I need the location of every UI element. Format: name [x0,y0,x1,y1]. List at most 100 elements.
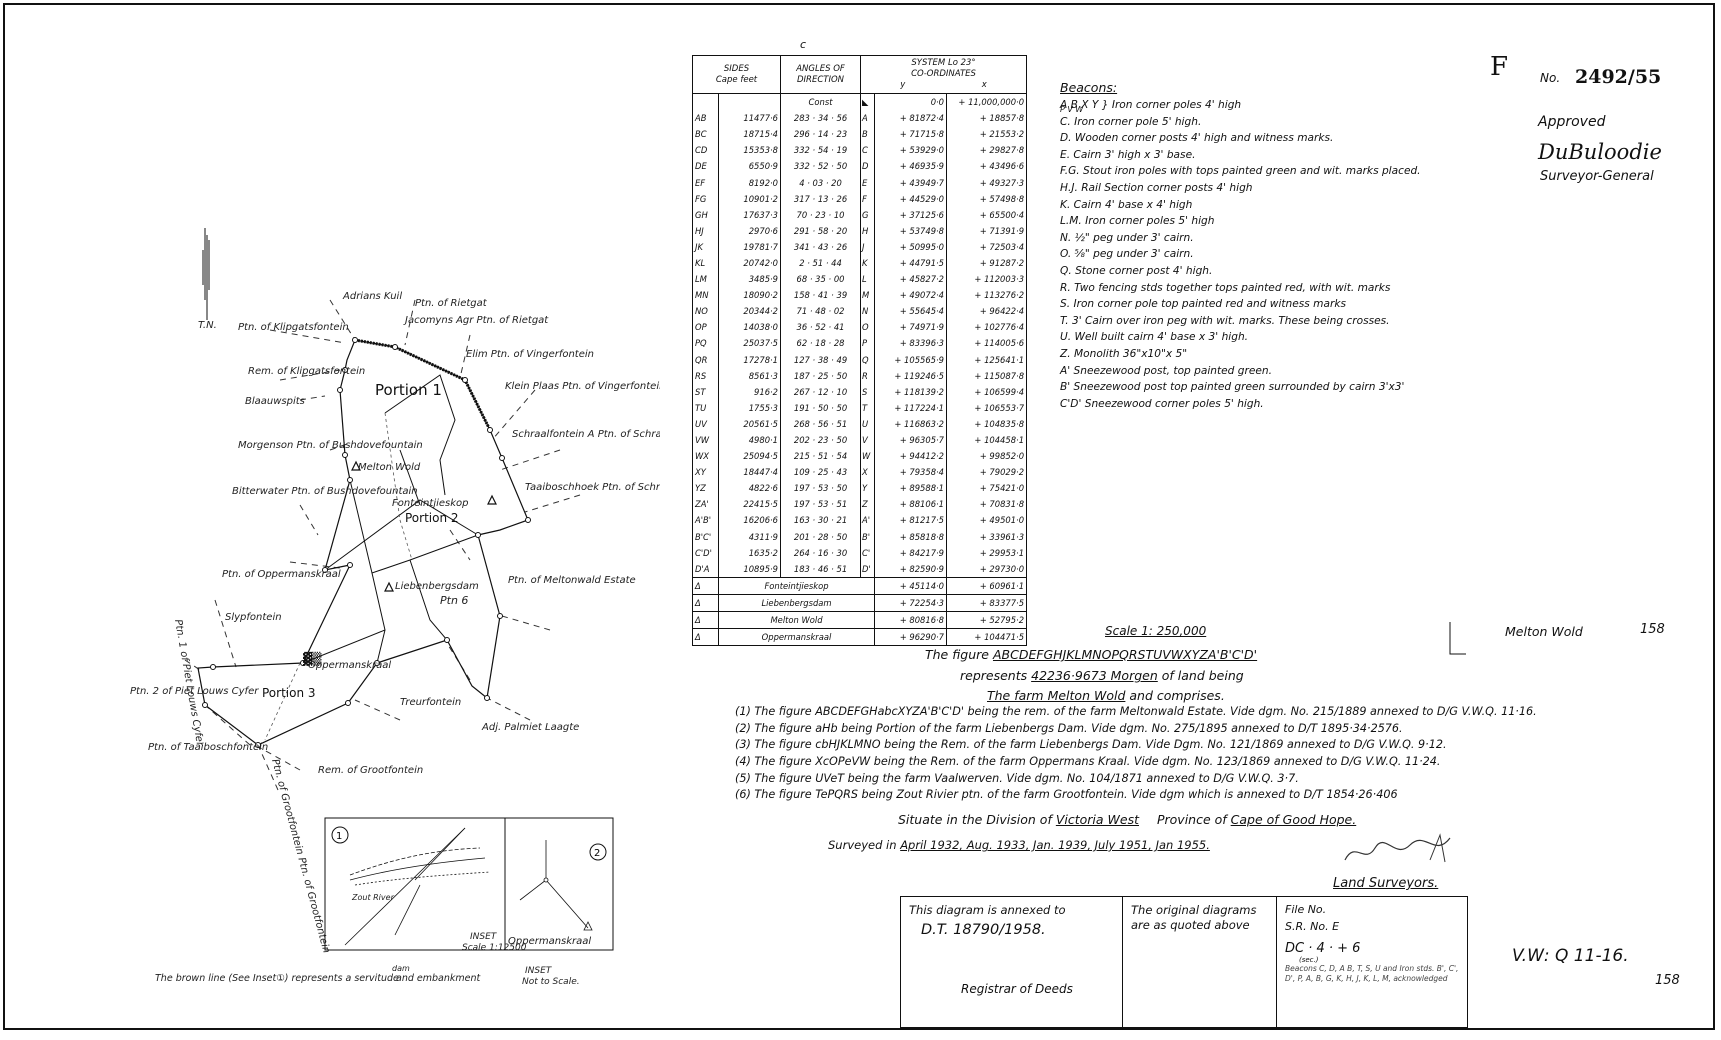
cell-length: 18090·2 [717,287,782,304]
surveyor-general-label: Surveyor-General [1540,169,1654,184]
beacon-item: O. ⅝" peg under 3' cairn. [1060,248,1194,261]
y-header: y [900,80,906,90]
trig-symbol: Δ [692,610,719,629]
beacon-item: Z. Monolith 36"x10"x 5" [1060,347,1188,360]
cell-angle: 201 · 28 · 50 [780,528,862,545]
cell-length: 15353·8 [717,142,782,159]
cell-length: 1755·3 [717,399,782,416]
farm-label: Treurfontein [400,697,461,708]
cell-length: 1635·2 [717,544,782,561]
cell-x: + 71391·9 [946,222,1028,239]
cell-x: + 96422·4 [946,303,1028,320]
approved-label: Approved [1538,114,1606,130]
cell-angle: 36 · 52 · 41 [780,319,862,336]
surveyed-line: Surveyed in April 1932, Aug. 1933, Jan. … [828,838,1210,852]
cell-angle: 187 · 25 · 50 [780,367,862,384]
cell-x: + 102776·4 [946,319,1028,336]
land-surveyors-label: Land Surveyors. [1333,876,1439,891]
cell-pt: N [860,303,876,320]
cell-side: NO [692,303,719,320]
beacon-item: E. Cairn 3' high x 3' base. [1060,148,1196,161]
cell-length: 10895·9 [717,560,782,578]
cell-pt: X [860,464,876,481]
cell-angle: 163 · 30 · 21 [780,512,862,529]
province-name: Cape of Good Hope. [1230,812,1357,827]
dc-value: DC · 4 · + 6 [1285,941,1361,956]
cell-angle: 215 · 51 · 54 [780,448,862,465]
cell-x: + 106599·4 [946,383,1028,400]
inset-1-dam-label: dam [392,964,410,973]
description-items: (1) The figure ABCDEFGHabcXYZA'B'C'D' be… [735,705,1635,805]
farm-line: The farm Melton Wold and comprises. [987,688,1225,703]
cell-y: + 117224·1 [874,399,948,416]
cell-pt: M [860,287,876,304]
cell-y: + 88106·1 [874,496,948,513]
farm-label: Slypfontein [225,612,282,623]
cell-angle: 267 · 12 · 10 [780,383,862,400]
survey-map-svg: T.N. [130,228,710,987]
cell-y: + 49072·4 [874,287,948,304]
cell-y: + 94412·2 [874,448,948,465]
cell-side: DE [692,158,719,175]
cell-length: 19781·7 [717,238,782,255]
cell-y: + 74971·9 [874,319,948,336]
beacons-heading: Beacons: [1060,80,1118,95]
const-y: 0·0 [874,93,948,111]
cell-angle: 183 · 46 · 51 [780,560,862,578]
page-number-a: 158 [1640,622,1665,637]
sheet-number-prefix: No. [1540,71,1561,85]
cell-x: + 75421·0 [946,480,1028,497]
farm-label: Morgenson Ptn. of Bushdovefountain [238,440,423,451]
cell-x: + 115087·8 [946,367,1028,384]
cell-y: + 55645·4 [874,303,948,320]
cell-length: 8561·3 [717,367,782,384]
cell-pt: P [860,335,876,352]
cell-x: + 106553·7 [946,399,1028,416]
corner-bracket [1449,622,1466,655]
farm-label: Ptn. 2 of Piet Louws Cyfer [130,686,259,697]
farm-label: Rem. of Klipgatsfontein [248,366,365,377]
situate-line: Situate in the Division of Victoria West… [898,812,1356,827]
original-diagrams-cell: The original diagrams are as quoted abov… [1123,897,1277,1027]
farm-label: Schraalfontein A Ptn. of Schraalfontein [512,429,660,440]
cell-side: YZ [692,480,719,497]
cell-side: PQ [692,335,719,352]
cell-length: 14038·0 [717,319,782,336]
sides-header-text: SIDES [723,63,750,74]
farm-label: Blaauwspits [245,396,305,407]
cell-pt: L [860,271,876,288]
description-item: (5) The figure UVeT being the farm Vaalw… [735,771,1299,785]
cell-length: 10901·2 [717,190,782,207]
farm-label: Jacomyns Agr Ptn. of Rietgat [403,315,549,326]
cell-length: 20742·0 [717,254,782,272]
beacon-item: C. Iron corner pole 5' high. [1060,115,1202,128]
cell-side: BC [692,126,719,143]
oppermanskraal-cluster: ▓▒ [303,651,322,666]
farm-label: Bitterwater Ptn. of Bushdovefountain [232,486,418,497]
cell-side: UV [692,415,719,432]
represents-text: represents [960,668,1028,683]
cell-pt: B' [860,528,876,545]
cell-length: 4980·1 [717,431,782,449]
cell-angle: 109 · 25 · 43 [780,464,862,481]
comprises-text: and comprises. [1129,688,1225,703]
cell-side: HJ [692,222,719,239]
trig-symbol: Δ [692,576,719,595]
cell-pt: U [860,415,876,432]
ptn-6-label: Ptn 6 [440,594,468,607]
cell-x: + 49327·3 [946,174,1028,191]
cell-side: LM [692,271,719,288]
trig-symbol: Δ [692,593,719,612]
beacon-item: B' Sneezewood post top painted green sur… [1060,381,1405,394]
